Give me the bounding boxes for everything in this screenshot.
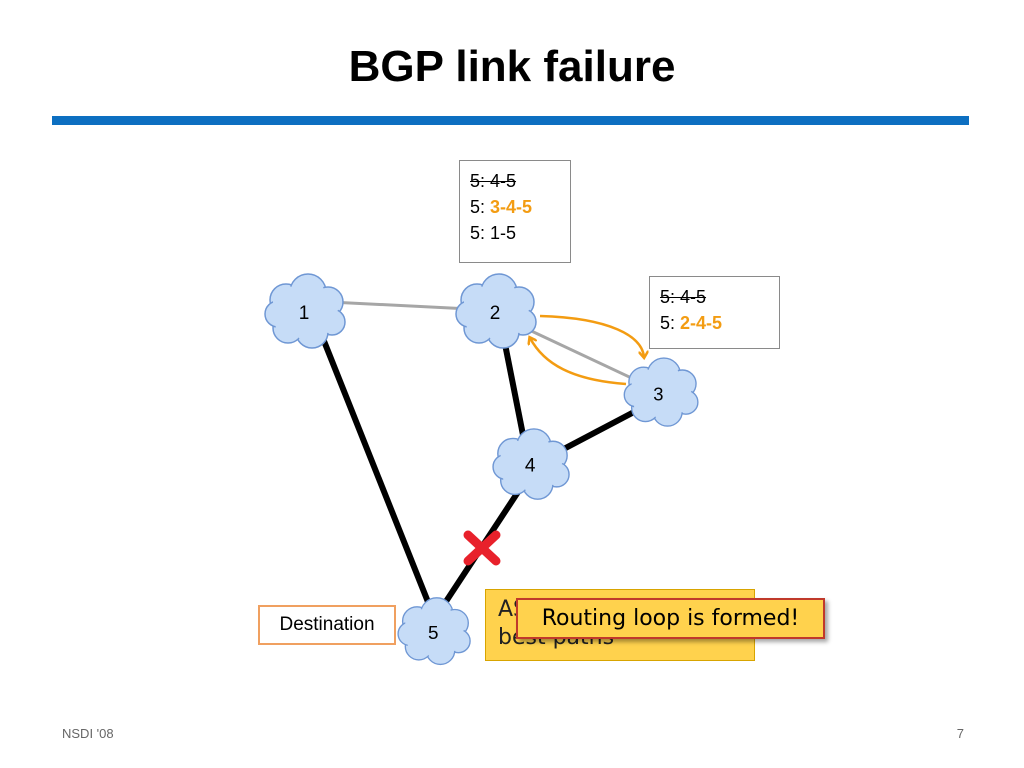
node-label: 4 bbox=[525, 456, 536, 477]
route-path-highlight: 2-4-5 bbox=[680, 313, 723, 333]
route-prefix: 5: bbox=[470, 171, 491, 191]
slide-title: BGP link failure bbox=[348, 42, 676, 91]
route-prefix: 5: bbox=[660, 313, 681, 333]
node-label: 2 bbox=[490, 303, 501, 324]
routing-loop-callout: Routing loop is formed! bbox=[516, 598, 825, 639]
node-3: 3 bbox=[623, 357, 699, 427]
route-row-withdrawn: 5: 4-5 bbox=[660, 284, 769, 310]
routing-table-as2: 5: 4-5 5: 3-4-5 5: 1-5 bbox=[459, 160, 571, 263]
routing-table-as3: 5: 4-5 5: 2-4-5 bbox=[649, 276, 780, 349]
route-prefix: 5: bbox=[660, 287, 681, 307]
node-1: 1 bbox=[264, 273, 346, 349]
link-3-4 bbox=[556, 409, 636, 455]
route-row-withdrawn: 5: 4-5 bbox=[470, 168, 560, 194]
route-row-alt: 5: 1-5 bbox=[470, 223, 517, 243]
arrow-3-to-2 bbox=[530, 338, 627, 386]
node-label: 3 bbox=[653, 383, 663, 404]
route-prefix: 5: bbox=[470, 197, 491, 217]
route-row-new: 5: 2-4-5 bbox=[660, 310, 769, 336]
route-path-highlight: 3-4-5 bbox=[490, 197, 533, 217]
link-1-2 bbox=[329, 300, 471, 311]
node-2: 2 bbox=[455, 273, 537, 349]
link-1-5 bbox=[319, 334, 435, 614]
node-4: 4 bbox=[492, 428, 570, 500]
destination-label: Destination bbox=[258, 605, 396, 645]
footer-left: NSDI '08 bbox=[62, 726, 114, 741]
arrow-2-to-3 bbox=[539, 314, 644, 357]
route-path: 4-5 bbox=[680, 287, 707, 307]
link-failure-x-icon bbox=[463, 530, 501, 566]
link-2-4 bbox=[502, 343, 527, 441]
route-row-new: 5: 3-4-5 bbox=[470, 194, 560, 220]
node-5: 5 bbox=[397, 597, 471, 666]
route-path: 4-5 bbox=[490, 171, 517, 191]
node-label: 1 bbox=[299, 303, 310, 324]
node-label: 5 bbox=[428, 623, 439, 644]
page-number: 7 bbox=[956, 726, 964, 741]
title-rule bbox=[52, 116, 969, 125]
link-2-3 bbox=[524, 326, 641, 384]
